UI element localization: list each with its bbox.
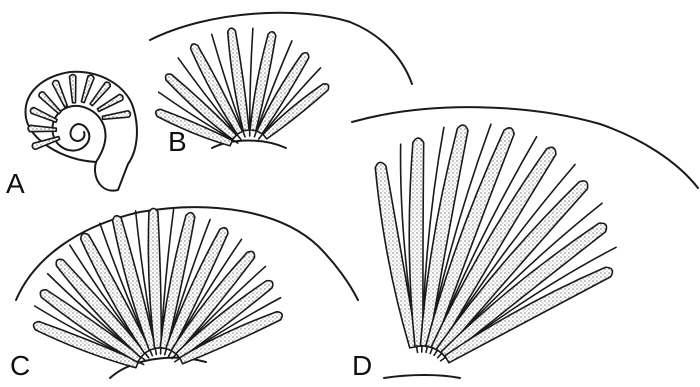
panel-b-section: [150, 13, 412, 148]
shell-lobe: [52, 80, 67, 107]
panel-d-lobes: [375, 124, 616, 363]
shell-lobe: [69, 75, 75, 103]
panel-a-shell: [26, 72, 137, 191]
panel-d-rim: [352, 107, 698, 188]
panel-d-lobe: [409, 138, 423, 346]
panel-d-base: [384, 375, 460, 378]
shell-lobes: [28, 75, 130, 150]
shell-lobe: [81, 75, 94, 102]
label-c: C: [10, 352, 30, 380]
shell-umbilicus: [71, 124, 85, 141]
shell-lobe: [102, 111, 130, 120]
panel-c-section: [16, 207, 358, 378]
label-b: B: [168, 128, 187, 156]
label-a: A: [6, 170, 25, 198]
label-d: D: [352, 352, 372, 380]
shell-lobe: [32, 137, 59, 150]
panel-c-lobes: [34, 208, 283, 367]
panel-d-section: [352, 107, 698, 378]
